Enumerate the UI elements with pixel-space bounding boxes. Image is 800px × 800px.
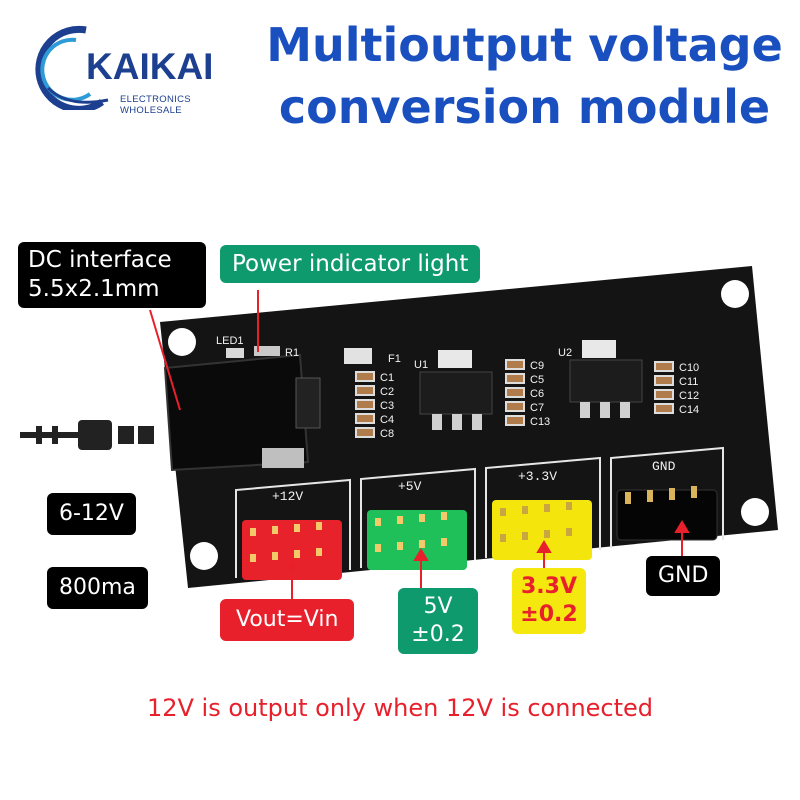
arrow-33v-icon [536,540,552,553]
silk-cap: C4 [380,414,394,426]
dc-plug-icon [20,420,154,450]
label-33v-line1: 3.3V [521,574,577,599]
silk-header-5v: +5V [398,479,422,494]
label-dc-line1: DC interface [28,247,172,273]
silk-cap: C7 [530,402,544,414]
arrow-gnd-icon [674,520,690,533]
silk-cap: C13 [530,416,550,428]
silk-cap: C9 [530,360,544,372]
dc-jack [163,353,321,472]
logo-wordmark: KAIKAI [86,46,214,87]
label-input-voltage: 6-12V [47,493,136,535]
silk-cap: C1 [380,372,394,384]
label-current: 800ma [47,567,148,609]
label-33v-line2: ±0.2 [520,602,578,627]
mount-hole [190,542,218,570]
resistor-r1 [254,346,280,356]
silk-cap: C3 [380,400,394,412]
silk-f1: F1 [388,353,401,365]
silk-cap: C11 [679,376,698,388]
silk-cap: C10 [679,362,699,374]
logo-tagline: ELECTRONICS WHOLESALE [120,94,191,116]
capacitor-column-mid [505,359,525,426]
page-title: Multioutput voltage conversion module [252,14,797,138]
header-frame-5v [360,467,476,568]
title-line-1: Multioutput voltage [266,18,783,72]
header-frame-33v [485,456,601,558]
silk-header-12v: +12V [272,489,303,504]
pin-header-33v [492,500,592,560]
label-5v-output: 5V ±0.2 [398,588,478,654]
header-frame-gnd [610,446,724,548]
arrow-12v-icon [284,558,300,571]
silk-cap: C8 [380,428,394,440]
pin-header-12v [242,520,342,580]
pointer-line-dc [149,309,181,411]
footer-note: 12V is output only when 12V is connected [146,694,654,722]
regulator-u2 [569,340,643,418]
silk-led1: LED1 [216,335,244,347]
label-dc-line2: 5.5x2.1mm [28,276,160,302]
title-line-2: conversion module [278,80,771,134]
silk-r1: R1 [285,347,299,359]
silk-cap: C14 [679,404,699,416]
silk-u1: U1 [414,359,428,371]
label-33v-output: 3.3V ±0.2 [512,568,586,634]
silk-u2: U2 [558,347,572,359]
silk-cap: C2 [380,386,394,398]
arrow-5v-icon [413,548,429,561]
mount-hole [168,328,196,356]
mount-hole [721,280,749,308]
silk-cap: C6 [530,388,544,400]
label-gnd: GND [646,556,721,596]
label-dc-interface: DC interface 5.5x2.1mm [18,242,206,308]
fuse-f1 [344,348,372,364]
pin-header-gnd [616,486,718,541]
brand-logo: KAIKAI ELECTRONICS WHOLESALE [28,18,243,116]
pin-header-5v [367,510,467,570]
header-frame-12v [235,478,351,578]
label-5v-line2: ±0.2 [411,622,465,647]
power-led [226,348,244,358]
silk-header-gnd: GND [652,459,676,474]
mount-hole [741,498,769,526]
silk-cap: C12 [679,390,699,402]
label-power-indicator: Power indicator light [220,245,481,283]
label-5v-line1: 5V [423,594,453,619]
regulator-u1 [419,350,493,430]
silk-cap: C5 [530,374,544,386]
logo-swoosh-icon [35,25,109,110]
capacitor-column-left [355,371,375,438]
silk-header-33v: +3.3V [518,469,557,484]
label-vout: Vout=Vin [220,599,355,641]
capacitor-column-right [654,361,674,414]
